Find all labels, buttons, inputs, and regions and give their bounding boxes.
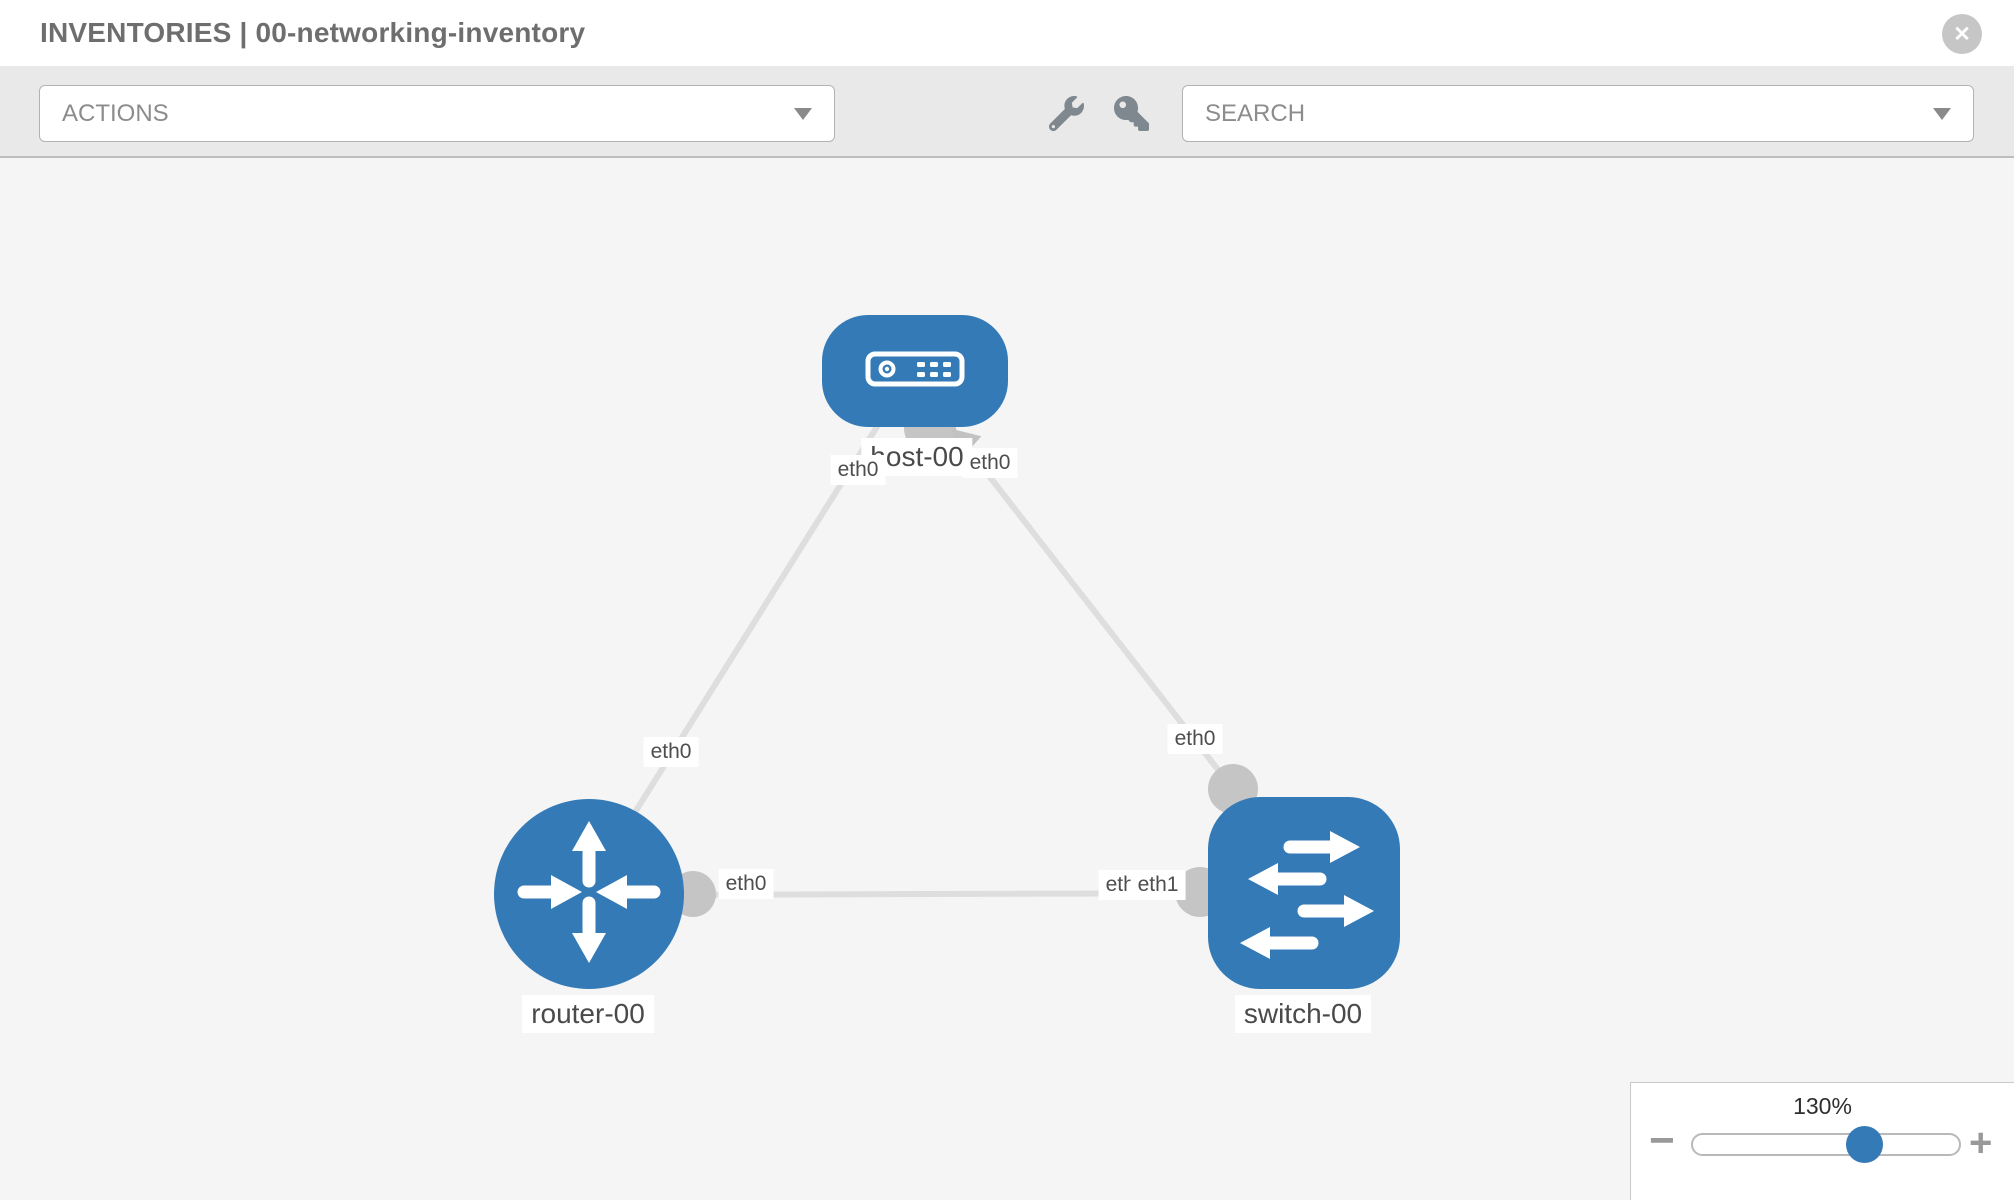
node-switch-00[interactable] xyxy=(1208,797,1400,989)
interface-label-router-eth0-link: eth0 xyxy=(718,869,774,899)
zoom-out-button[interactable]: − xyxy=(1649,1116,1675,1165)
zoom-in-button[interactable]: + xyxy=(1969,1121,1993,1165)
close-button[interactable]: ✕ xyxy=(1942,14,1982,54)
zoom-panel: 130% − + xyxy=(1630,1082,2014,1200)
actions-dropdown[interactable]: ACTIONS xyxy=(39,85,835,142)
interface-label-switch-eth0-top: eth0 xyxy=(1167,724,1223,754)
key-icon xyxy=(1114,96,1150,131)
close-icon: ✕ xyxy=(1953,22,1971,46)
interface-label-switch-eth1: eth1 xyxy=(1130,870,1186,900)
adhoc-commands-button[interactable] xyxy=(1049,96,1085,132)
node-host-00[interactable] xyxy=(822,315,1008,427)
zoom-slider-knob[interactable] xyxy=(1846,1126,1883,1163)
search-dropdown-label: SEARCH xyxy=(1205,99,1306,127)
topology-canvas[interactable]: host-00 router-00 switch-00 eth0 eth0 et… xyxy=(0,158,2014,1200)
toolbar: ACTIONS SEARCH xyxy=(0,66,2014,158)
switch-arrows-icon xyxy=(1208,795,1400,992)
interface-label-host-eth0-right: eth0 xyxy=(962,448,1018,478)
router-crossed-arrows-icon xyxy=(494,797,684,992)
interface-label-host-eth0-left: eth0 xyxy=(830,455,886,485)
wrench-icon xyxy=(1049,96,1085,131)
search-dropdown[interactable]: SEARCH xyxy=(1182,85,1974,142)
actions-dropdown-label: ACTIONS xyxy=(62,99,169,127)
caret-down-icon xyxy=(1933,107,1951,120)
credentials-button[interactable] xyxy=(1114,96,1150,132)
node-label-switch-00: switch-00 xyxy=(1234,995,1372,1033)
topology-edges xyxy=(597,396,1251,898)
header: INVENTORIES | 00-networking-inventory ✕ xyxy=(0,0,2014,66)
server-icon xyxy=(865,351,965,392)
node-router-00[interactable] xyxy=(494,799,684,989)
node-label-router-00: router-00 xyxy=(522,995,654,1033)
zoom-slider-track[interactable] xyxy=(1691,1133,1961,1156)
caret-down-icon xyxy=(794,107,812,120)
zoom-level: 130% xyxy=(1793,1093,1852,1119)
page-title: INVENTORIES | 00-networking-inventory xyxy=(40,17,586,48)
interface-label-router-eth0-top: eth0 xyxy=(643,737,699,767)
